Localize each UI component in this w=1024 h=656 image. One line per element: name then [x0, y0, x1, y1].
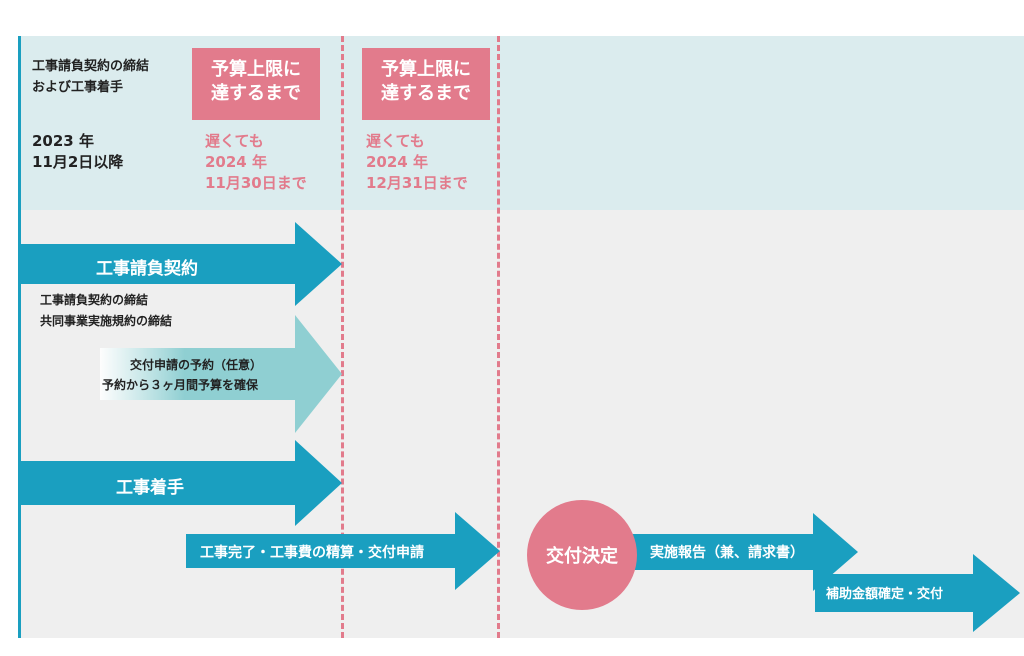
budget-limit-line: 達するまで — [211, 83, 301, 104]
deadline-line: 遅くても — [366, 132, 425, 150]
completion-arrow — [186, 512, 500, 590]
deadline-line-2 — [497, 36, 500, 638]
contract-label: 工事請負契約 — [96, 259, 198, 279]
contract-arrow — [20, 222, 342, 306]
deadline-line: 2024 年 — [205, 153, 267, 171]
report-arrow — [632, 513, 858, 591]
left-border — [18, 36, 21, 638]
contract-note-2: 共同事業実施規約の締結 — [40, 314, 173, 328]
start-label: 工事着手 — [116, 478, 184, 498]
deadline-1: 遅くても 2024 年 11月30日まで — [205, 131, 307, 194]
final-arrow — [815, 554, 1020, 632]
final-label: 補助金額確定・交付 — [826, 587, 944, 602]
deadline-line: 遅くても — [205, 132, 264, 150]
condition-date-day: 11月2日以降 — [32, 153, 124, 171]
decision-label: 交付決定 — [546, 546, 618, 567]
deadline-line: 11月30日まで — [205, 174, 307, 192]
report-label: 実施報告（兼、請求書） — [650, 545, 804, 561]
deadline-line: 12月31日まで — [366, 174, 468, 192]
budget-limit-box-2: 予算上限に 達するまで — [362, 48, 490, 120]
reservation-label-1: 交付申請の予約（任意） — [130, 358, 263, 372]
budget-limit-line: 予算上限に — [211, 59, 301, 80]
deadline-line: 2024 年 — [366, 153, 428, 171]
budget-limit-line: 予算上限に — [381, 59, 471, 80]
completion-label: 工事完了・工事費の精算・交付申請 — [200, 545, 424, 561]
condition-contract-sub: および工事着手 — [32, 80, 124, 95]
reservation-label-2: 予約から３ヶ月間予算を確保 — [102, 378, 259, 392]
condition-date-year: 2023 年 — [32, 132, 94, 150]
budget-limit-line: 達するまで — [381, 83, 471, 104]
decision-circle: 交付決定 — [527, 500, 637, 610]
start-arrow — [20, 440, 342, 526]
condition-contract-title: 工事請負契約の締結 — [32, 59, 150, 74]
contract-note-1: 工事請負契約の締結 — [40, 293, 149, 307]
reservation-arrow — [100, 315, 342, 433]
deadline-2: 遅くても 2024 年 12月31日まで — [366, 131, 468, 194]
conditions-band — [20, 36, 1024, 210]
deadline-line-1 — [341, 36, 344, 638]
budget-limit-box-1: 予算上限に 達するまで — [192, 48, 320, 120]
